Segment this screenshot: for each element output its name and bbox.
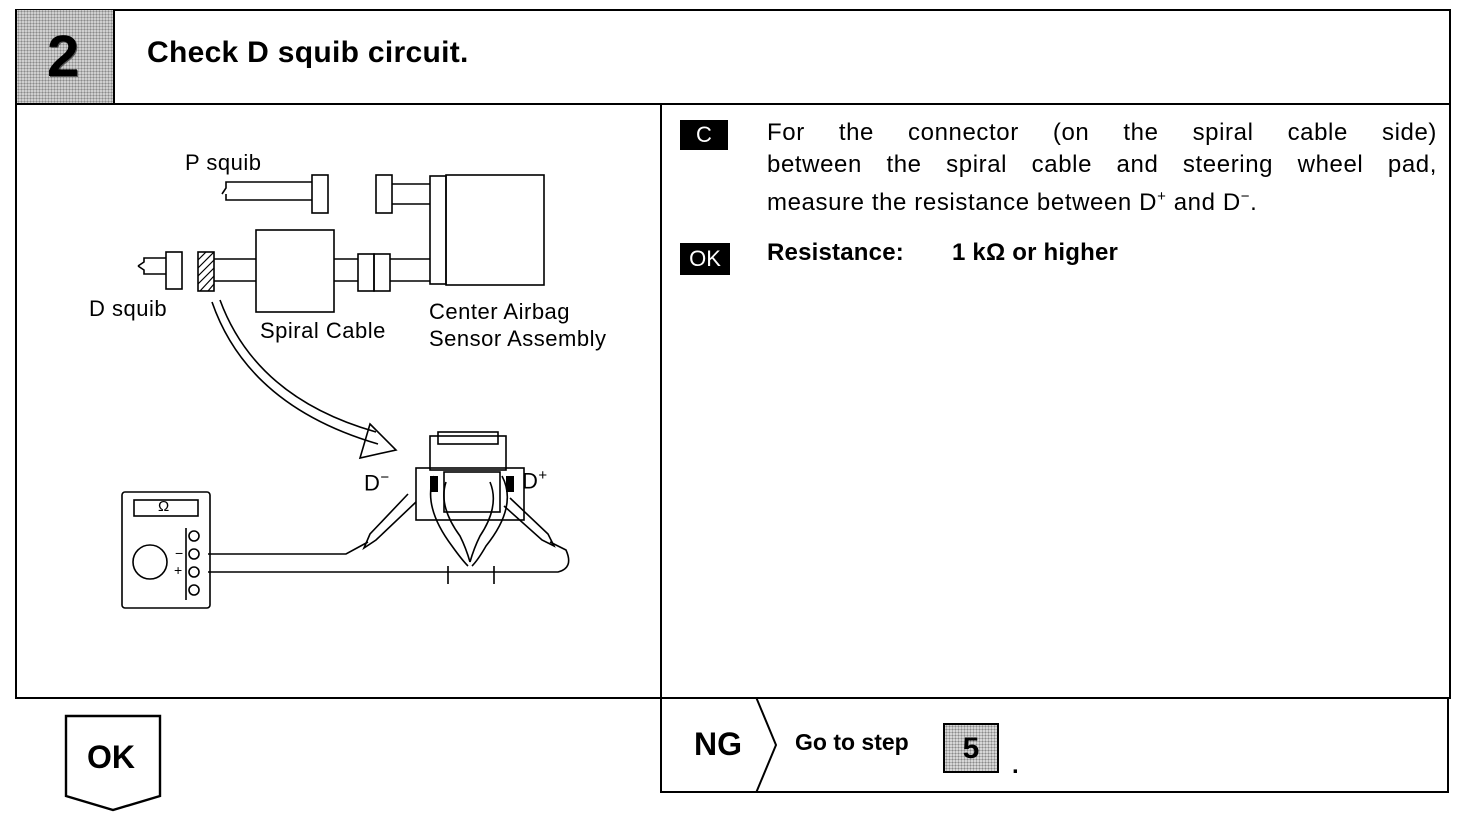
- step-number-box: 2: [17, 10, 115, 103]
- ng-frame: [660, 697, 1449, 793]
- instruction-line-2: between the spiral cable and steering wh…: [767, 151, 1437, 178]
- test-connector: [415, 467, 525, 521]
- lead-plus: [208, 541, 570, 573]
- label-spiral-cable: Spiral Cable: [260, 318, 386, 343]
- multimeter: [121, 491, 211, 609]
- spec-label: Resistance:: [767, 239, 904, 266]
- center-airbag-sensor-box: [445, 174, 545, 286]
- probe-plus: [503, 497, 556, 548]
- column-divider: [660, 103, 662, 793]
- ok-tag: OK: [680, 243, 730, 275]
- ng-label: NG: [694, 726, 742, 762]
- meter-minus-mark: −: [175, 545, 184, 561]
- spiral-connector-b: [373, 253, 391, 292]
- label-d-minus-sup: −: [380, 469, 390, 486]
- ok-label: OK: [87, 739, 135, 775]
- step-number: 2: [47, 24, 80, 89]
- d-squib-plug: [137, 257, 166, 267]
- page-title: Check D squib circuit.: [147, 36, 469, 69]
- instruction-line-3-pre: measure the resistance between D: [767, 189, 1158, 216]
- label-d-minus: D−: [364, 469, 390, 496]
- instruction-line-3: measure the resistance between D+ and D−…: [767, 181, 1257, 219]
- instruction-line-3-mid: and D: [1166, 189, 1241, 216]
- spiral-cable-box: [255, 229, 335, 313]
- curved-arrow: [211, 301, 379, 445]
- p-squib-connector: [311, 174, 329, 214]
- d-minus-sup: −: [1240, 188, 1251, 205]
- step-ref-period: .: [1012, 752, 1019, 779]
- d-squib-connector: [165, 251, 183, 290]
- spec-value: 1 kΩ or higher: [952, 239, 1119, 266]
- ohm-symbol: Ω: [158, 498, 170, 515]
- spiral-connector-a: [357, 253, 375, 292]
- step-ref-box[interactable]: 5: [943, 723, 999, 773]
- c-tag: C: [680, 120, 728, 150]
- label-d-squib: D squib: [89, 296, 168, 321]
- lead-minus: [208, 541, 369, 555]
- d-plus-sup: +: [1157, 188, 1167, 205]
- instruction-line-3-end: .: [1250, 189, 1258, 216]
- probe-minus: [362, 493, 417, 551]
- label-d-plus-letter: D: [522, 468, 539, 494]
- sensor-upper-connector: [375, 174, 393, 214]
- multimeter-display: [133, 499, 199, 517]
- label-p-squib: P squib: [185, 150, 262, 175]
- label-d-minus-letter: D: [364, 470, 381, 496]
- label-center-airbag-2: Sensor Assembly: [429, 326, 607, 351]
- wiring-diagram: [121, 174, 570, 609]
- label-d-plus-sup: +: [538, 467, 548, 484]
- label-d-plus: D+: [522, 467, 548, 494]
- label-center-airbag-1: Center Airbag: [429, 299, 571, 324]
- multimeter-dial: [132, 544, 168, 580]
- go-to-step-label: Go to step: [795, 729, 909, 755]
- meter-plus-mark: +: [174, 562, 183, 578]
- ng-chevron: [755, 697, 778, 793]
- instruction-line-1: For the connector (on the spiral cable s…: [767, 119, 1437, 146]
- ok-arrow-shape: [64, 714, 162, 812]
- p-squib-plug: [221, 181, 312, 195]
- sensor-plate: [429, 175, 447, 285]
